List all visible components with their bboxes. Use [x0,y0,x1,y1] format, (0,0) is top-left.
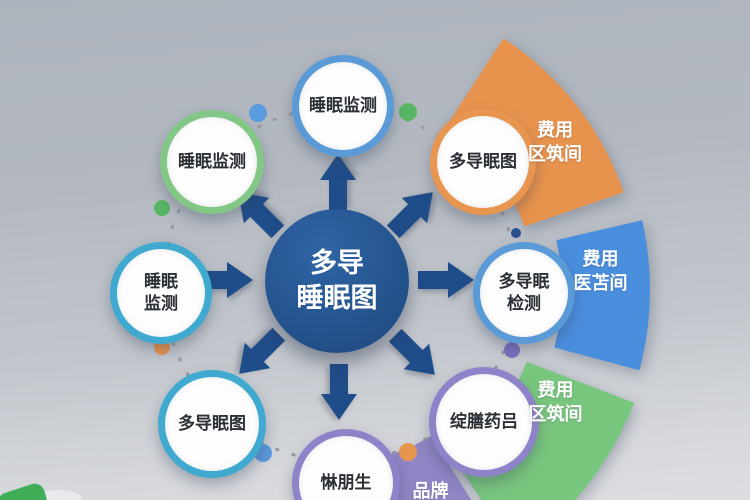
wedge-orange-shape [446,38,624,227]
node-bottom-left-psg: 多导眠图 [158,370,266,478]
ring-dot-purple [504,342,520,358]
arrow-upper-left [238,192,285,239]
arrow-right [418,262,474,298]
wedge-label-cost-blue: 费用 医苫间 [573,249,628,294]
node-upper-right-psg: 多导眠图 [430,109,536,215]
node-bottom-right: 绽膳药吕 [429,367,539,477]
corner-green-blob [0,483,47,500]
node-label: 绽膳药吕 [450,411,518,431]
node-label: 睡眠监测 [309,95,377,115]
wedge-label-cost-orange: 费用 区筑间 [528,120,582,165]
node-label: 多导眠图 [449,151,517,171]
ring-dot-navy [511,228,521,238]
wedge-blue-shape [554,220,650,371]
arrow-upper-right [386,192,433,239]
node-label: 睡眠监测 [178,151,246,171]
node-top-sleep-monitoring: 睡眠监测 [292,55,394,157]
node-left-sleep-monitoring: 睡眠 监测 [110,242,212,344]
central-node-polysomnography: 多导 睡眠图 [265,209,409,353]
node-right-psg-detection: 多导眠 检测 [473,242,575,344]
ring-dot-blue [249,104,267,122]
node-label: 睡眠 监测 [144,271,178,313]
node-label: 多导眠图 [178,413,246,433]
ring-dot-green [399,103,417,121]
ring-dot-green [154,200,170,216]
node-label: 惏朋生 [320,472,372,492]
arrow-lower-left [239,327,286,374]
ring-dot-orange [399,443,417,461]
arrow-up [320,154,356,210]
node-upper-left-sleep-monitoring: 睡眠监测 [160,110,264,214]
arrow-lower-right [388,328,435,375]
node-label: 多导眠 检测 [498,271,550,313]
arrow-down [321,364,357,420]
central-node-label: 多导 睡眠图 [296,247,378,313]
wedge-label-cost-green: 费用 区筑间 [528,380,583,425]
wedge-label-brand-purple: 品牌 [412,481,449,500]
